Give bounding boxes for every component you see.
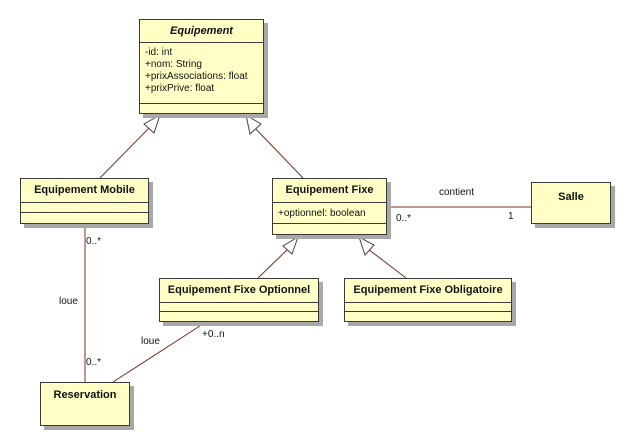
association-line-loue-optionnel bbox=[112, 321, 207, 383]
multiplicity-reservation-loue: 0..* bbox=[86, 357, 102, 368]
class-salle[interactable]: Salle bbox=[531, 182, 611, 224]
class-equipement-operations-divider bbox=[140, 103, 263, 104]
class-equipement-fixe-attributes: +optionnel: boolean bbox=[278, 208, 384, 220]
class-equipement-fixe-optionnel-attributes-divider bbox=[160, 302, 318, 303]
class-equipement-name: Equipement bbox=[170, 25, 233, 37]
association-label-loue-mobile: loue bbox=[59, 296, 78, 307]
attribute-prix-prive: +prixPrive: float bbox=[145, 83, 215, 94]
class-salle-name: Salle bbox=[558, 191, 584, 203]
multiplicity-fixe-contient: 0..* bbox=[396, 213, 412, 224]
class-equipement-fixe-obligatoire-name: Equipement Fixe Obligatoire bbox=[353, 284, 503, 296]
class-equipement-fixe-optionnel-name: Equipement Fixe Optionnel bbox=[167, 284, 311, 296]
attribute-nom: +nom: String bbox=[145, 59, 202, 70]
class-reservation-name: Reservation bbox=[53, 389, 117, 401]
class-equipement-fixe-optionnel-operations-divider bbox=[160, 311, 318, 312]
generalization-line-mobile bbox=[99, 126, 151, 179]
class-equipement-fixe[interactable]: Equipement Fixe +optionnel: boolean bbox=[272, 178, 387, 235]
class-equipement-mobile[interactable]: Equipement Mobile bbox=[20, 178, 149, 224]
class-equipement-mobile-operations-divider bbox=[21, 212, 148, 213]
association-label-contient: contient bbox=[439, 187, 475, 198]
class-equipement-fixe-obligatoire-operations-divider bbox=[345, 311, 511, 312]
class-equipement-fixe-attributes-divider bbox=[273, 202, 386, 203]
attribute-optionnel: +optionnel: boolean bbox=[278, 208, 366, 219]
multiplicity-salle: 1 bbox=[508, 211, 514, 222]
generalization-line-obligatoire bbox=[367, 248, 407, 279]
inheritance-arrow-fixe bbox=[245, 113, 262, 135]
class-equipement-fixe-obligatoire-attributes-divider bbox=[345, 302, 511, 303]
attribute-id: -id: int bbox=[145, 47, 173, 58]
class-equipement-fixe-obligatoire[interactable]: Equipement Fixe Obligatoire bbox=[344, 278, 512, 322]
generalization-line-fixe bbox=[253, 126, 304, 179]
generalization-line-optionnel bbox=[257, 247, 290, 279]
class-equipement-attributes: -id: int +nom: String +prixAssociations:… bbox=[145, 47, 261, 95]
multiplicity-mobile-loue: 0..* bbox=[86, 236, 102, 247]
class-reservation[interactable]: Reservation bbox=[40, 382, 130, 426]
class-equipement-fixe-name: Equipement Fixe bbox=[285, 184, 374, 196]
class-equipement-mobile-attributes-divider bbox=[21, 202, 148, 203]
inheritance-arrow-obligatoire bbox=[358, 235, 375, 256]
class-equipement-attributes-divider bbox=[140, 42, 263, 43]
class-equipement-fixe-optionnel[interactable]: Equipement Fixe Optionnel bbox=[159, 278, 319, 322]
class-equipement-fixe-operations-divider bbox=[273, 223, 386, 224]
class-equipement-mobile-name: Equipement Mobile bbox=[34, 184, 135, 196]
attribute-prix-associations: +prixAssociations: float bbox=[145, 71, 248, 82]
association-label-loue-optionnel: loue bbox=[141, 336, 160, 347]
multiplicity-optionnel-loue: +0..n bbox=[202, 329, 225, 340]
class-equipement[interactable]: Equipement -id: int +nom: String +prixAs… bbox=[139, 19, 264, 114]
inheritance-arrow-optionnel bbox=[282, 235, 299, 255]
inheritance-arrow-mobile bbox=[143, 113, 161, 134]
